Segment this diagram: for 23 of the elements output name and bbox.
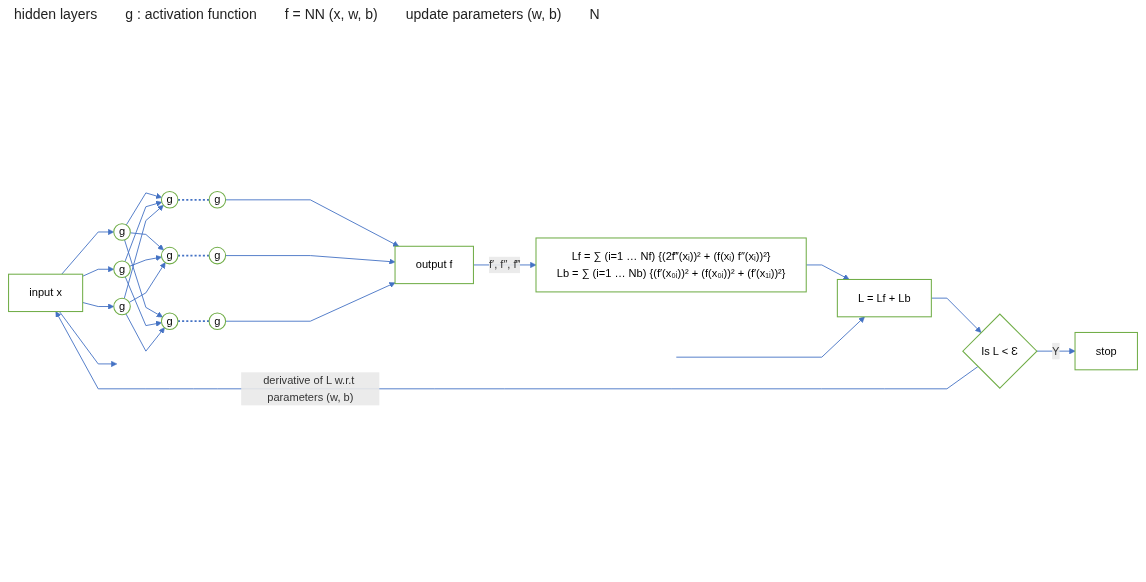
node-circle: g bbox=[113, 260, 131, 278]
edge-label: derivative of L w.r.t parameters (w, b) bbox=[263, 373, 355, 403]
node-diamond: Is L < Ɛ bbox=[962, 312, 1038, 389]
node-box: stop bbox=[1074, 331, 1138, 370]
node-box: output f bbox=[394, 245, 474, 284]
node-box: L = Lf + Lb bbox=[836, 278, 932, 317]
annotation-text: f = NN (x, w, b) bbox=[284, 6, 378, 22]
annotation-text: g : activation function bbox=[125, 6, 257, 22]
node-box: Lf = ∑ (i=1 … Nf) {(2f‴(xᵢ))² + (f(xᵢ) f″(xᵢ))²} Lb = ∑ (i=1 … Nb) {(f′(x₀ᵢ))² + (f(x₀ᵢ))² + (f′(x₁ᵢ))²} bbox=[535, 236, 807, 292]
node-circle: g bbox=[160, 246, 179, 264]
node-circle: g bbox=[160, 311, 179, 330]
annotation-text: update parameters (w, b) bbox=[405, 6, 562, 22]
node-box: input x bbox=[8, 273, 84, 312]
annotation-text: hidden layers bbox=[14, 6, 98, 22]
node-circle: g bbox=[113, 222, 131, 241]
node-circle: g bbox=[113, 297, 131, 315]
edge-label: Y bbox=[1052, 344, 1060, 357]
edge-label: f′, f″, f‴ bbox=[489, 258, 521, 270]
node-circle: g bbox=[208, 190, 227, 209]
annotation-text: N bbox=[589, 6, 600, 22]
node-circle: g bbox=[208, 246, 227, 264]
node-circle: g bbox=[160, 190, 179, 209]
node-circle: g bbox=[208, 311, 227, 330]
